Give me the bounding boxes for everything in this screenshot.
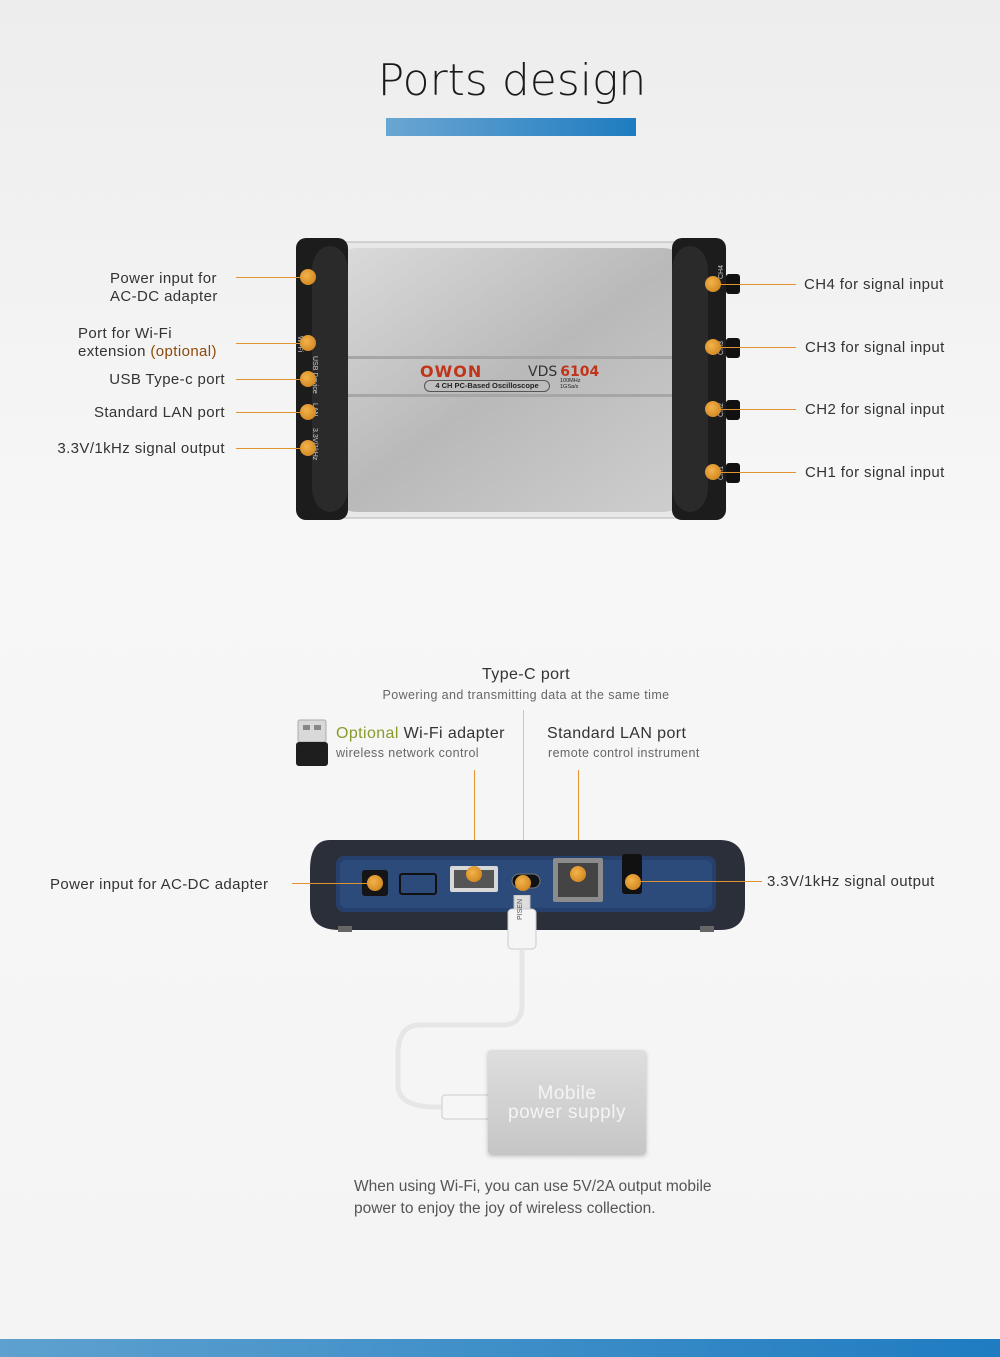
brand-logo: OWON [420,362,483,381]
label-usb-port: USB Type-c port [109,371,225,388]
signal-port-marker [300,440,316,456]
model-subtitle: 4 CH PC-Based Oscilloscope [424,380,550,392]
mobile-power-label: Mobile power supply [488,1084,646,1122]
leader-line [720,472,796,473]
wifi-adapter-text: Wi-Fi adapter [403,725,505,742]
label-signal-output: 3.3V/1kHz signal output [57,440,225,457]
leader-line [236,379,302,380]
ch2-port-marker [705,401,721,417]
lan-port-marker [300,404,316,420]
label-power-input: Power input for AC-DC adapter [110,270,218,306]
usb-cable [395,895,537,1120]
leader-line [236,412,302,413]
label-ch1: CH1 for signal input [805,464,945,481]
label-ch2: CH2 for signal input [805,401,945,418]
side-typec-port-marker [515,875,531,891]
mobile-power-line2: power supply [508,1102,626,1123]
mobile-power-line1: Mobile [537,1083,597,1104]
wifi-adapter-subtitle: wireless network control [336,746,479,760]
side-power-label: Power input for AC-DC adapter [50,876,269,893]
guide-line-wifi [474,770,475,866]
wifi-adapter-title: Optional Wi-Fi adapter [336,725,505,743]
leader-line [292,883,368,884]
port-label-ch4: CH4 [718,264,725,279]
leader-line [720,284,796,285]
ch4-port-marker [705,276,721,292]
typec-subtitle: Powering and transmitting data at the sa… [382,688,670,702]
model-specs: 100MHz 1GSa/s [560,378,580,390]
spec-rate: 1GSa/s [560,384,579,390]
side-signal-label: 3.3V/1kHz signal output [767,873,935,890]
power-port-marker [300,269,316,285]
label-wifi-optional: (optional) [150,343,217,360]
page-title: Ports design [377,55,647,106]
wifi-power-note: When using Wi-Fi, you can use 5V/2A outp… [354,1178,712,1217]
ch3-port-marker [705,339,721,355]
label-ch3: CH3 for signal input [805,339,945,356]
leader-line [236,277,302,278]
leader-line [640,881,762,882]
leader-line [236,448,302,449]
side-lan-port-marker [570,866,586,882]
leader-line [720,347,796,348]
label-power-line2: AC-DC adapter [110,288,218,305]
typec-title: Type-C port [482,666,570,683]
model-prefix: VDS [528,364,558,380]
spec-bandwidth: 100MHz [560,378,581,384]
cable-brand-mark: PISEN [517,898,524,920]
side-wifi-port-marker [466,866,482,882]
lan-port-title: Standard LAN port [547,725,687,742]
label-wifi-port: Port for Wi-Fi extension (optional) [78,325,217,361]
leader-line [236,343,302,344]
side-power-port-marker [367,875,383,891]
leader-line [720,409,796,410]
ch1-port-marker [705,464,721,480]
label-wifi-line1: Port for Wi-Fi [78,325,172,342]
mobile-power-supply: Mobile power supply [488,1050,646,1154]
label-power-line1: Power input for [110,270,217,287]
wifi-dongle-icon [296,719,328,766]
footer-bar [0,1339,1000,1357]
side-signal-port-marker [625,874,641,890]
lan-port-subtitle: remote control instrument [548,746,700,760]
model-number: 6104 [560,364,600,380]
guide-line-typec [523,710,524,870]
wifi-optional-word: Optional [336,725,399,742]
label-ch4: CH4 for signal input [804,276,944,293]
usb-port-marker [300,371,316,387]
title-underline-bar [386,118,636,136]
label-wifi-line2: extension [78,343,146,360]
label-lan-port: Standard LAN port [93,404,225,421]
guide-line-lan [578,770,579,868]
wifi-port-marker [300,335,316,351]
